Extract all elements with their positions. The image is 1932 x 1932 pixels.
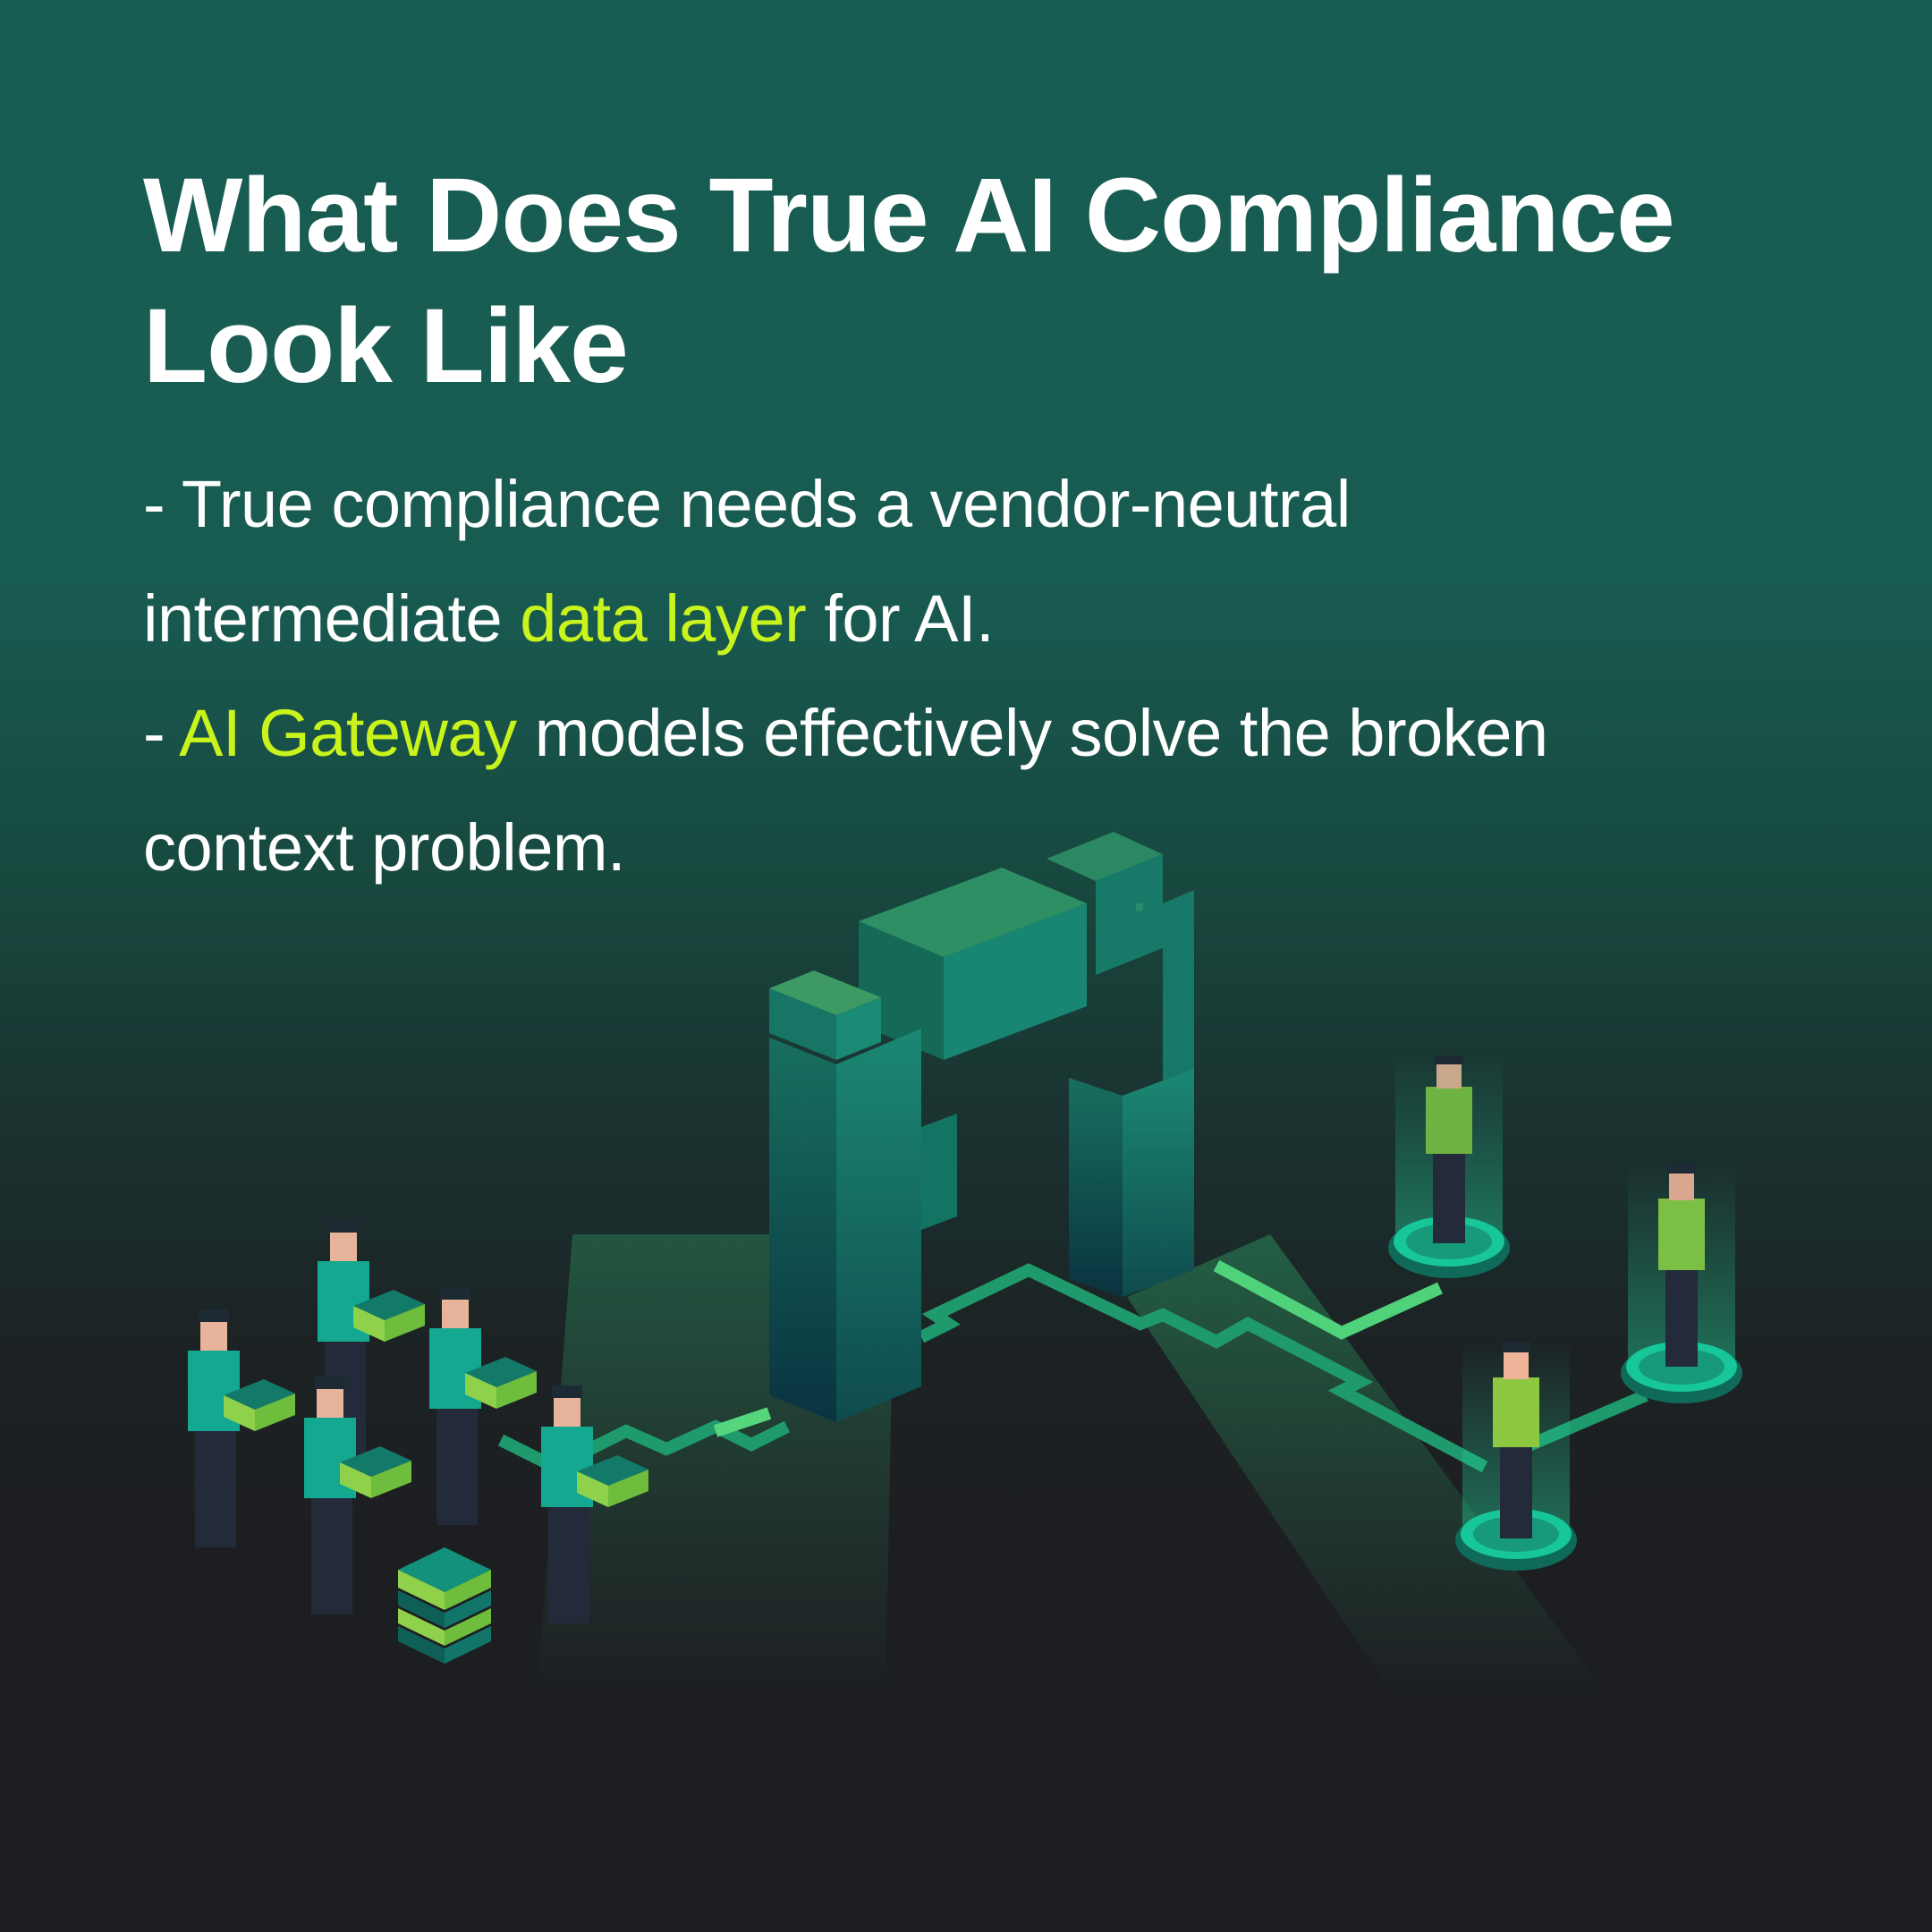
person-3 bbox=[429, 1287, 537, 1525]
bullet-item-1: - True compliance needs a vendor-neutral… bbox=[143, 447, 1843, 676]
user-3 bbox=[1455, 1342, 1577, 1571]
person-4 bbox=[304, 1377, 411, 1614]
gateway-illustration bbox=[188, 832, 1742, 1699]
bullet-2-dash: - bbox=[143, 696, 180, 770]
data-stack-icon bbox=[398, 1547, 491, 1664]
bullet-item-2: - AI Gateway models effectively solve th… bbox=[143, 676, 1843, 905]
page-title: What Does True AI Compliance Look Like bbox=[143, 150, 1843, 411]
bullet-list: - True compliance needs a vendor-neutral… bbox=[143, 447, 1843, 905]
highlight-ai-gateway: AI Gateway bbox=[179, 696, 517, 770]
user-2 bbox=[1621, 1163, 1742, 1403]
users-on-platforms bbox=[1388, 1055, 1742, 1571]
bullet-1-text: - True compliance needs a vendor-neutral bbox=[143, 467, 1351, 541]
person-5 bbox=[541, 1385, 648, 1623]
bullet-1-text-before: intermediate bbox=[143, 581, 521, 656]
bullet-2-text: models effectively solve the broken bbox=[516, 696, 1548, 770]
user-1 bbox=[1388, 1055, 1510, 1278]
person-1 bbox=[188, 1309, 295, 1547]
title-line-1: What Does True AI Compliance bbox=[143, 157, 1675, 275]
bullet-2-text-line2: context problem. bbox=[143, 810, 626, 885]
light-beams bbox=[537, 1234, 1610, 1699]
highlight-data-layer: data layer bbox=[520, 581, 807, 656]
bullet-1-text-after: for AI. bbox=[806, 581, 995, 656]
gateway-arch-icon bbox=[769, 832, 1194, 1422]
team-carrying-data-blocks bbox=[188, 1220, 648, 1664]
title-line-2: Look Like bbox=[143, 287, 629, 405]
